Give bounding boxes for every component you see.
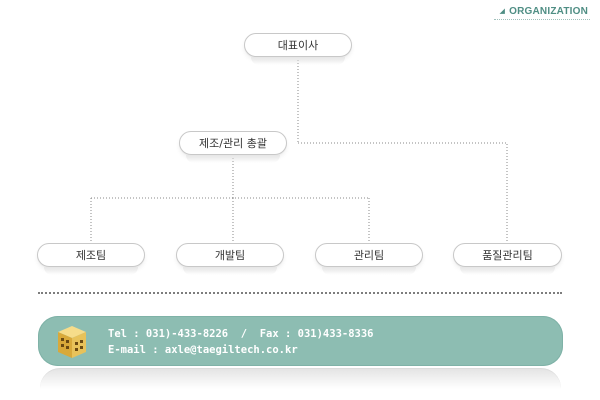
org-node-quality-team: 품질관리팀 <box>453 243 562 275</box>
contact-email: E-mail : axle@taegiltech.co.kr <box>108 344 298 356</box>
org-node-label: 개발팀 <box>214 249 246 262</box>
contact-panel-reflection <box>40 368 561 389</box>
building-icon <box>58 326 86 358</box>
page-title: ORGANIZATION <box>509 6 588 17</box>
triangle-icon: ◢ <box>499 8 506 15</box>
org-node-ceo: 대표이사 <box>244 33 352 65</box>
connector-to-quality <box>298 142 508 243</box>
org-node-general-manager: 제조/관리 총괄 <box>179 131 287 163</box>
org-node-label: 제조팀 <box>75 249 107 262</box>
contact-info: Tel : 031)-433-8226 / Fax : 031)433-8336… <box>108 326 374 358</box>
page-header: ◢ORGANIZATION <box>500 6 588 17</box>
section-divider <box>38 292 562 294</box>
org-node-management-team: 관리팀 <box>315 243 423 275</box>
contact-phone-fax: Tel : 031)-433-8226 / Fax : 031)433-8336 <box>108 328 374 340</box>
org-node-label: 품질관리팀 <box>482 249 533 262</box>
org-node-label: 대표이사 <box>277 39 319 52</box>
contact-panel: Tel : 031)-433-8226 / Fax : 031)433-8336… <box>38 316 563 366</box>
org-node-label: 제조/관리 총괄 <box>199 137 267 150</box>
org-node-label: 관리팀 <box>353 249 385 262</box>
header-underline <box>494 19 590 20</box>
org-node-development-team: 개발팀 <box>176 243 284 275</box>
org-node-production-team: 제조팀 <box>37 243 145 275</box>
